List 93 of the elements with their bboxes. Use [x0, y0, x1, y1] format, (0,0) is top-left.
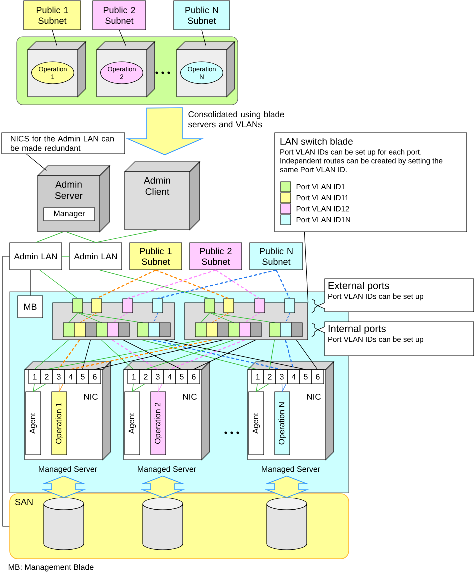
connector-line [46, 340, 201, 370]
connector-line [164, 340, 306, 370]
server-caption: Managed Server [39, 466, 98, 474]
connector-line [216, 270, 260, 300]
nic-port-cell: 6 [88, 370, 102, 384]
connector-line [142, 340, 258, 370]
connector-line [66, 232, 96, 243]
disk-cylinder [44, 498, 84, 550]
leader-line [26, 154, 47, 171]
connector-line [132, 383, 134, 392]
connector-line [62, 256, 70, 257]
connector-line [158, 270, 277, 300]
connector-line [276, 270, 290, 299]
nic-port-cell: 3 [152, 370, 164, 384]
nic-port-cell: 4 [288, 370, 300, 384]
nic-label: NIC [307, 394, 321, 400]
connector-line [40, 270, 78, 299]
block-arrow [140, 476, 186, 498]
nic-port-cell: 3 [276, 370, 288, 384]
connector-line [193, 340, 256, 370]
block-arrow [42, 476, 86, 498]
nic-port-cell: 1 [252, 370, 264, 384]
connector-line [256, 383, 258, 392]
connector-line [101, 340, 134, 370]
connector-line [2, 256, 10, 527]
connector-line [154, 340, 282, 370]
nic-port-cell: 2 [140, 370, 152, 384]
subnet-box: Public 1 Subnet [24, 0, 82, 30]
connector-line [33, 383, 35, 392]
footnote: MB: Management Blade [8, 564, 94, 572]
nic-port-cell: 3 [52, 370, 66, 384]
nic-label: NIC [183, 394, 197, 400]
connector-line [96, 270, 156, 300]
lan-box: Admin LAN [70, 242, 122, 270]
manager-box: Manager [44, 208, 96, 222]
nic-port-cell: 4 [164, 370, 176, 384]
connector-line [100, 270, 210, 299]
nic-port-cell: 2 [40, 370, 54, 384]
subnet-box: Public 2 Subnet [190, 242, 242, 270]
connector-line [123, 340, 182, 370]
switch-blade [184, 298, 308, 340]
connector-line [94, 340, 223, 370]
block-arrow [264, 476, 310, 498]
mb-box: MB [18, 296, 44, 318]
connector-line [34, 340, 69, 370]
connector-line [269, 340, 275, 370]
connector-line [70, 340, 212, 370]
callout-box: NICS for the Admin LAN can be made redundant [2, 132, 126, 154]
subnet-box: Public N Subnet [174, 0, 230, 30]
nic-port-cell: 5 [176, 370, 188, 384]
server-caption: Managed Server [262, 466, 320, 474]
nic-port-cell: 6 [312, 370, 324, 384]
nic-port-cell: 2 [264, 370, 276, 384]
connector-line [170, 340, 245, 370]
subnet-box: Public 1 Subnet [130, 242, 182, 270]
nic-port-cell: 5 [300, 370, 312, 384]
connector-line [256, 383, 270, 392]
connector-line [33, 383, 47, 392]
nic-label: NIC [84, 394, 98, 400]
subnet-box: Public N Subnet [250, 242, 304, 270]
disk-cylinder [142, 498, 184, 550]
nic-port-cell: 4 [64, 370, 78, 384]
switch-blade [52, 298, 176, 340]
block-arrow [126, 108, 204, 156]
disk-cylinder [266, 498, 308, 550]
leader-line [304, 232, 309, 303]
operation-box: Operation 1 [52, 392, 68, 456]
connector-line [202, 30, 206, 46]
connector-line [119, 30, 126, 46]
connector-line [296, 340, 318, 370]
connector-line [30, 270, 31, 296]
lan-box: Admin LAN [10, 242, 62, 270]
server-caption: Managed Server [138, 466, 196, 474]
connector-line [58, 340, 80, 370]
connector-line [145, 340, 234, 370]
connector-line [156, 270, 229, 300]
connector-line [132, 383, 146, 392]
connector-line [285, 340, 294, 370]
agent-box: Agent [26, 392, 42, 456]
operation-box: Operation N [274, 392, 290, 456]
connector-line [112, 340, 158, 370]
nic-port-cell: 1 [28, 370, 42, 384]
nic-port-cell: 1 [128, 370, 140, 384]
operation-box: Operation 2 [150, 392, 166, 456]
nic-port-cell: 5 [76, 370, 90, 384]
connector-line [52, 30, 58, 46]
agent-box: Agent [124, 392, 140, 456]
subnet-box: Public 2 Subnet [92, 0, 146, 30]
edge-label: Consolidated using blade servers and VLANs [188, 111, 284, 128]
connector-line [82, 340, 91, 370]
nic-port-cell: 6 [188, 370, 200, 384]
connector-line [128, 270, 216, 300]
agent-box: Agent [248, 392, 264, 456]
